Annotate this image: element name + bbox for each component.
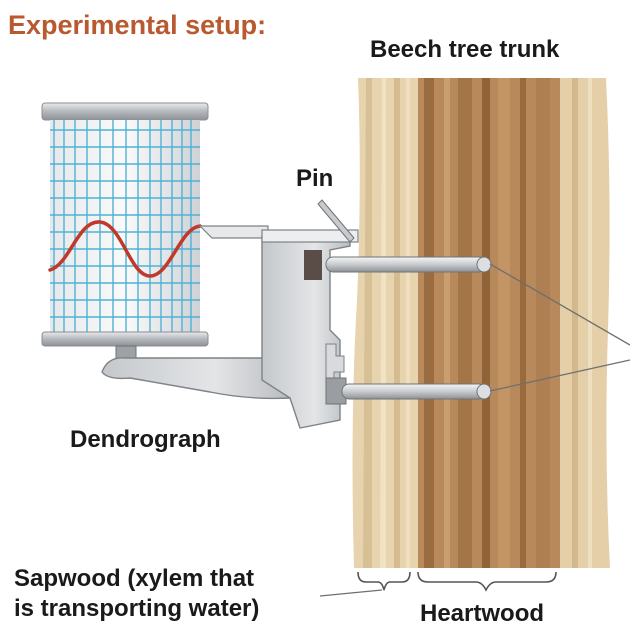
heartwood-stripe xyxy=(424,78,434,568)
trace-line xyxy=(48,220,202,278)
upper-rod-leader xyxy=(489,263,630,346)
upper-rod xyxy=(325,256,487,273)
sapwood-label: Sapwood (xylem that is transporting wate… xyxy=(14,564,259,624)
sapwood-stripe xyxy=(363,78,372,568)
top-plate xyxy=(261,229,359,243)
heartwood-bracket xyxy=(417,571,557,592)
dendrograph-label: Dendrograph xyxy=(70,426,221,453)
heartwood-stripe xyxy=(536,78,550,568)
heartwood-stripe xyxy=(444,78,450,568)
sapwood-leader xyxy=(319,589,383,597)
base-plate xyxy=(101,357,291,400)
leader-lines xyxy=(319,263,630,597)
stylus-arm xyxy=(198,225,269,239)
drum-top-cap xyxy=(41,102,209,121)
heartwood-stripe xyxy=(458,78,472,568)
page-title: Experimental setup: xyxy=(8,10,267,40)
lower-rod-leader xyxy=(489,359,630,392)
lower-rod xyxy=(341,383,487,400)
tree-trunk xyxy=(352,78,610,568)
chart-drum xyxy=(41,102,209,361)
heartwood-label: Heartwood xyxy=(420,600,545,627)
pin xyxy=(317,199,355,243)
sapwood-stripe xyxy=(406,78,410,568)
drum-bottom-cap xyxy=(41,331,209,347)
trunk-label: Beech tree trunk xyxy=(370,36,560,63)
upper-rod-tip xyxy=(476,256,492,273)
heartwood-stripe xyxy=(520,78,526,568)
trunk-edge-stripe xyxy=(572,78,578,568)
sapwood-label-line1: Sapwood (xylem that xyxy=(14,565,255,592)
heartwood-stripe xyxy=(498,78,510,568)
sensor-block xyxy=(304,250,322,280)
lower-rod-tip xyxy=(476,383,492,400)
chart-grid xyxy=(50,120,200,332)
sapwood-label-line2: is transporting water) xyxy=(14,595,260,622)
sapwood-stripe xyxy=(394,78,400,568)
trunk-edge-stripe xyxy=(588,78,592,568)
trunk-edge xyxy=(560,78,610,568)
dendrograph-instrument xyxy=(101,199,492,429)
sapwood-stripe xyxy=(380,78,386,568)
pin-label: Pin xyxy=(296,165,334,192)
sapwood-bracket xyxy=(357,571,411,591)
heartwood-stripe xyxy=(482,78,490,568)
